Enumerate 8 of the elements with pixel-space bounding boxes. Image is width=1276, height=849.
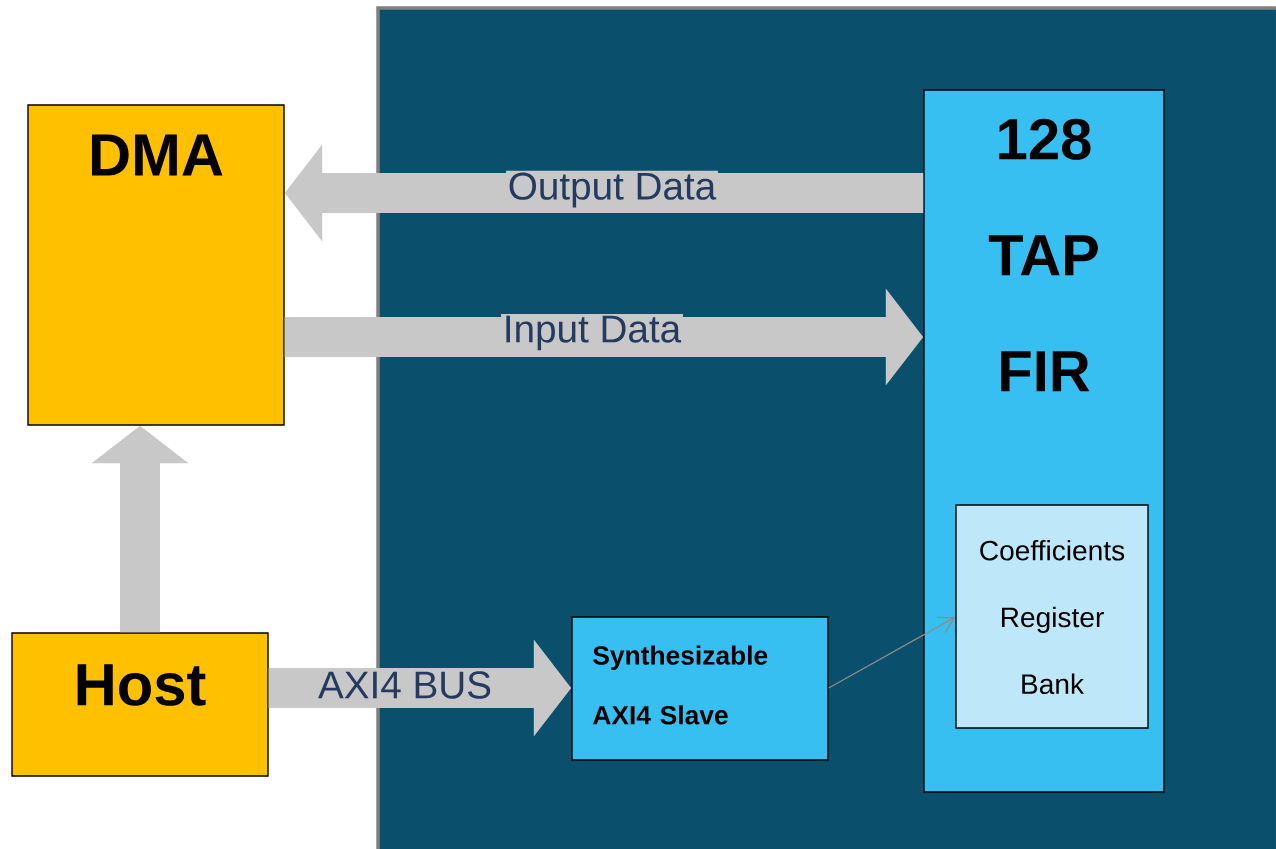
dma-box: DMA bbox=[27, 104, 285, 426]
arrow bbox=[828, 616, 956, 689]
register-bank-box: Coefficients Register Bank bbox=[955, 504, 1149, 729]
edge-label: Input Data bbox=[501, 313, 683, 353]
edge-label: AXI4 BUS bbox=[316, 669, 494, 701]
slave-box: Synthesizable AXI4 Slave bbox=[571, 616, 829, 761]
host-box: Host bbox=[11, 632, 269, 777]
edge-label: Output Data bbox=[506, 170, 718, 210]
